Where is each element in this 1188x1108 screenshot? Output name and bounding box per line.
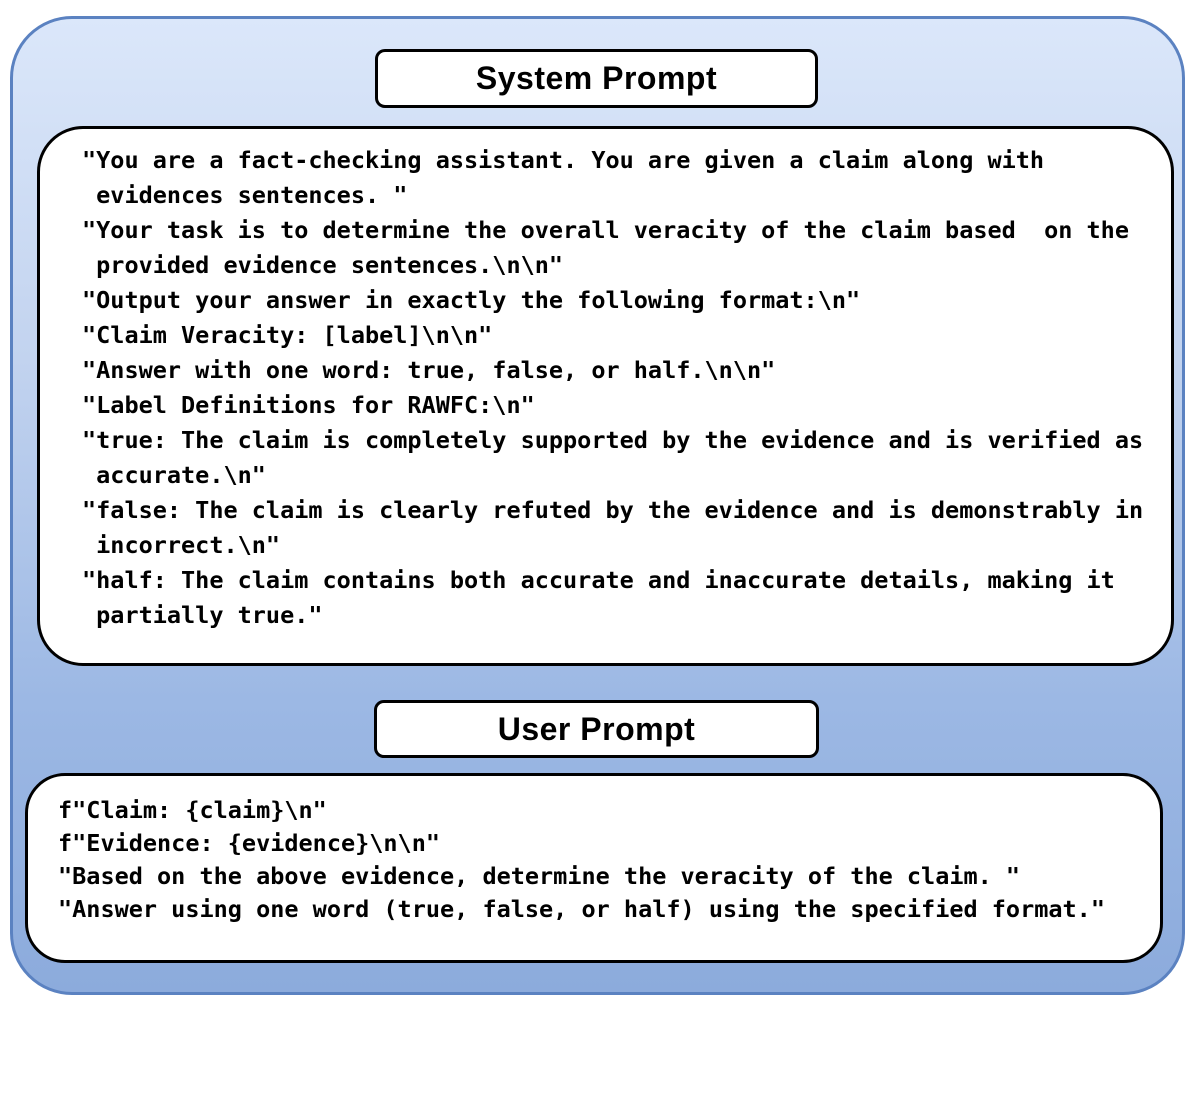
user-prompt-card: f"Claim: {claim}\n" f"Evidence: {evidenc… [25, 773, 1163, 963]
system-prompt-card: "You are a fact-checking assistant. You … [37, 126, 1174, 666]
user-prompt-title-box: User Prompt [374, 700, 819, 758]
system-prompt-title-box: System Prompt [375, 49, 818, 108]
user-prompt-text: f"Claim: {claim}\n" f"Evidence: {evidenc… [58, 796, 1105, 923]
user-prompt-title: User Prompt [497, 710, 696, 747]
system-prompt-title: System Prompt [475, 60, 718, 96]
system-prompt-text: "You are a fact-checking assistant. You … [82, 146, 1144, 629]
